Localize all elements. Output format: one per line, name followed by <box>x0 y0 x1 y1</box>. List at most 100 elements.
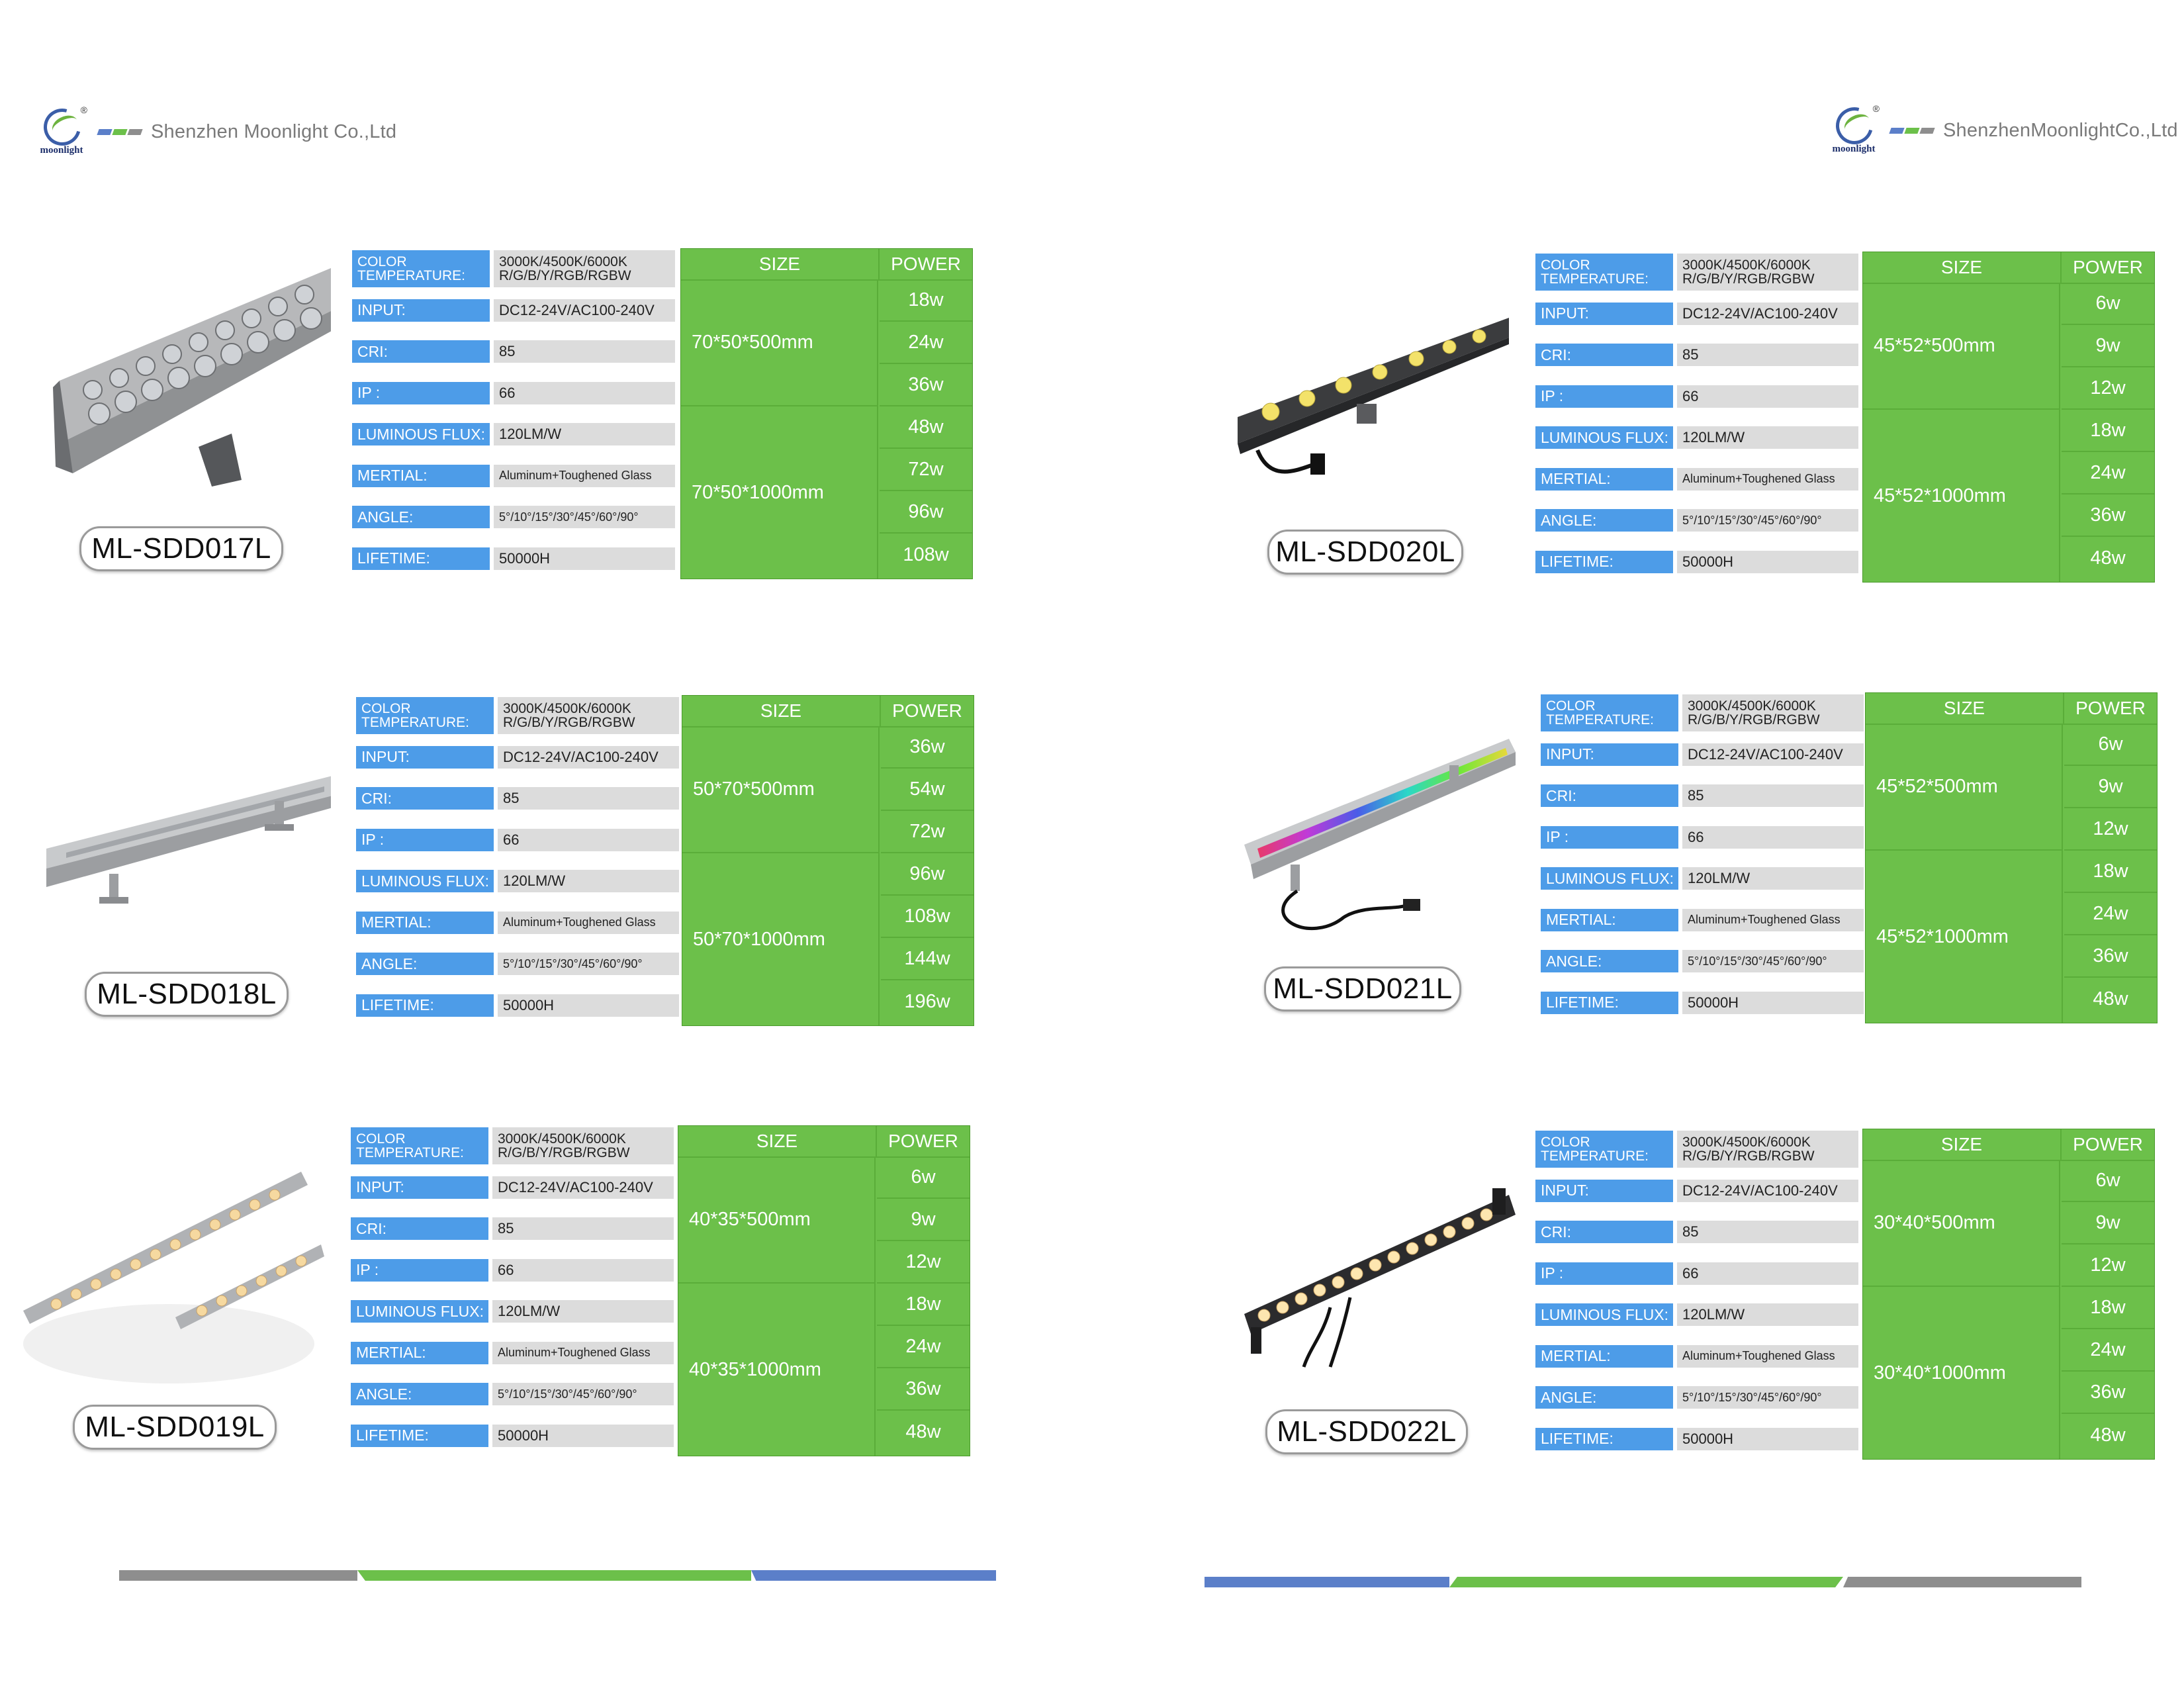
wall-washer-large-bar-icon <box>53 268 331 487</box>
size-power-table: SIZE POWER 50*70*500mm 50*70*1000mm 36w … <box>682 695 974 1026</box>
power-cell: 9w <box>2062 325 2154 367</box>
catalog-page-right: ® moonlight ShenzhenMoonlightCo.,Ltd ML-… <box>1092 0 2184 1688</box>
size-cell: 45*52*1000mm <box>1863 410 2060 582</box>
spec-row-ip: IP :66 <box>352 373 675 414</box>
spec-row-angle: ANGLE:5°/10°/15°/30°/45°/60°/90° <box>1541 941 1864 982</box>
power-cell: 9w <box>877 1199 970 1241</box>
power-header: POWER <box>891 254 961 274</box>
power-cell: 18w <box>877 1284 970 1326</box>
model-badge: ML-SDD022L <box>1265 1409 1468 1454</box>
spec-row-lifetime: LIFETIME:50000H <box>1535 1419 1858 1460</box>
power-header: POWER <box>892 700 962 721</box>
spec-row-angle: ANGLE:5°/10°/15°/30°/45°/60°/90° <box>1535 500 1858 541</box>
power-cell: 196w <box>904 990 950 1012</box>
power-cell: 24w <box>880 322 972 364</box>
footer-stripe <box>119 1570 996 1581</box>
spec-row-cri: CRI:85 <box>352 331 675 373</box>
spec-row-lifetime: LIFETIME:50000H <box>352 538 675 580</box>
size-header: SIZE <box>681 249 880 279</box>
footer-stripe <box>1205 1577 2081 1587</box>
power-header: POWER <box>2073 257 2143 277</box>
spec-row-angle: ANGLE:5°/10°/15°/30°/45°/60°/90° <box>1535 1377 1858 1419</box>
power-cell: 36w <box>881 726 974 769</box>
page-header: ® moonlight ShenzhenMoonlightCo.,Ltd <box>1827 100 2178 158</box>
spec-row-ip: IP :66 <box>1535 376 1858 418</box>
size-cell: 40*35*500mm <box>678 1156 876 1284</box>
power-cell: 6w <box>2062 283 2154 325</box>
spec-row-angle: ANGLE:5°/10°/15°/30°/45°/60°/90° <box>352 496 675 538</box>
size-power-table: SIZE POWER 30*40*500mm 30*40*1000mm 6w 9… <box>1862 1129 2155 1460</box>
power-cell: 6w <box>2064 724 2157 766</box>
power-cell: 18w <box>880 279 972 322</box>
logo-word: moonlight <box>40 145 83 156</box>
page-header: ® moonlight Shenzhen Moonlight Co.,Ltd <box>34 101 396 159</box>
model-badge: ML-SDD017L <box>79 526 283 571</box>
size-header: SIZE <box>682 696 881 726</box>
wall-washer-slim-bar-icon <box>46 776 331 904</box>
spec-row-input: INPUT:DC12-24V/AC100-240V <box>356 737 679 778</box>
power-cell: 48w <box>2093 988 2128 1009</box>
brand-stripes-icon <box>97 128 143 135</box>
size-power-table: SIZE POWER 45*52*500mm 45*52*1000mm 6w 9… <box>1865 692 2158 1023</box>
power-cell: 72w <box>881 811 974 853</box>
power-header: POWER <box>2075 698 2146 718</box>
power-cell: 36w <box>2062 1372 2154 1414</box>
power-cell: 18w <box>2064 851 2157 893</box>
wall-washer-double-bar-icon <box>23 1172 324 1383</box>
spec-row-cri: CRI:85 <box>351 1208 674 1250</box>
spec-row-mertial: MERTIAL:Aluminum+Toughened Glass <box>356 902 679 944</box>
size-cell: 70*50*1000mm <box>681 406 878 579</box>
size-header: SIZE <box>1863 252 2062 283</box>
spec-row-mertial: MERTIAL:Aluminum+Toughened Glass <box>351 1333 674 1374</box>
spec-row-mertial: MERTIAL:Aluminum+Toughened Glass <box>352 455 675 497</box>
spec-row-cri: CRI:85 <box>1535 334 1858 376</box>
spec-row-cri: CRI:85 <box>1541 775 1864 817</box>
power-cell: 54w <box>881 769 974 811</box>
spec-row-angle: ANGLE:5°/10°/15°/30°/45°/60°/90° <box>356 943 679 985</box>
model-badge: ML-SDD020L <box>1267 530 1463 575</box>
wall-washer-black-bar-icon <box>1244 1188 1516 1368</box>
power-header: POWER <box>2073 1134 2143 1154</box>
spec-row-lifetime: LIFETIME:50000H <box>1541 982 1864 1024</box>
size-cell: 30*40*500mm <box>1863 1160 2060 1287</box>
size-cell: 70*50*500mm <box>681 279 878 406</box>
spec-row-mertial: MERTIAL:Aluminum+Toughened Glass <box>1541 900 1864 941</box>
spec-row-input: INPUT:DC12-24V/AC100-240V <box>1541 734 1864 776</box>
spec-row-lifetime: LIFETIME:50000H <box>356 985 679 1027</box>
power-header: POWER <box>888 1131 958 1151</box>
power-cell: 48w <box>2090 547 2126 569</box>
size-cell: 50*70*500mm <box>682 726 880 853</box>
power-cell: 6w <box>877 1156 970 1199</box>
spec-row-input: INPUT:DC12-24V/AC100-240V <box>1535 1170 1858 1212</box>
spec-row-lifetime: LIFETIME:50000H <box>351 1415 674 1457</box>
size-cell: 45*52*500mm <box>1866 724 2063 851</box>
power-cell: 9w <box>2064 766 2157 808</box>
power-cell: 48w <box>880 406 972 449</box>
power-cell: 18w <box>2062 410 2154 452</box>
brand-stripes-icon <box>1889 127 1935 134</box>
size-power-table: SIZE POWER 45*52*500mm 45*52*1000mm 6w 9… <box>1862 252 2155 583</box>
size-cell: 45*52*500mm <box>1863 283 2060 410</box>
power-cell: 18w <box>2062 1287 2154 1329</box>
power-cell: 9w <box>2062 1202 2154 1244</box>
